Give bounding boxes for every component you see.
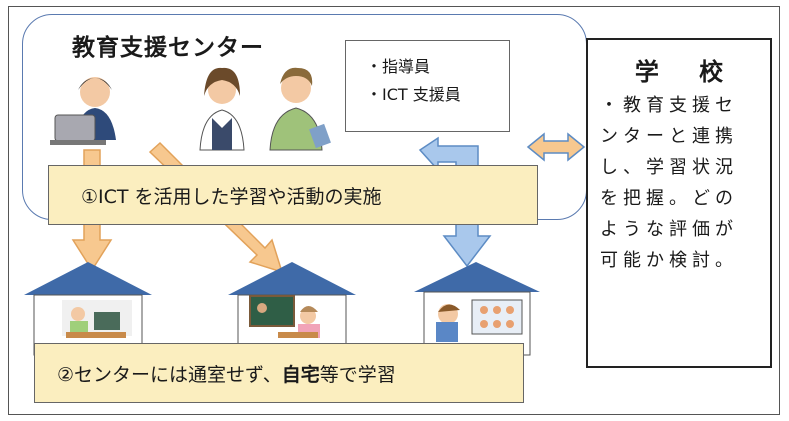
staff-item-instructor: ・指導員 [366,57,431,76]
diagram-frame [8,6,780,415]
house-right [414,262,540,356]
step2-emphasis: 自宅 [281,363,320,386]
person-at-laptop [50,77,116,145]
staff-woman [199,67,245,151]
school-box: 学 校 ・教育支援センターと連携し、学習状況を把握。どのような評価が可能か検討。 [586,38,772,368]
school-description: ・教育支援センターと連携し、学習状況を把握。どのような評価が可能か検討。 [600,95,738,271]
step1-label: ①ICT を活用した学習や活動の実施 [81,185,382,208]
step1-banner: ①ICT を活用した学習や活動の実施 [48,165,538,225]
step2-prefix: ②センターには通室せず、 [57,363,282,386]
house-left [24,262,152,356]
staff-man [269,67,331,151]
staff-list: ・指導員 ・ICT 支援員 [345,40,510,132]
staff-item-ict-support: ・ICT 支援員 [366,85,461,104]
double-arrow [526,132,586,162]
school-title: 学 校 [634,58,740,86]
house-middle [228,262,356,356]
step2-banner: ②センターには通室せず、自宅等で学習 [34,343,524,403]
center-title: 教育支援センター [72,35,264,61]
step2-suffix: 等で学習 [319,363,396,386]
